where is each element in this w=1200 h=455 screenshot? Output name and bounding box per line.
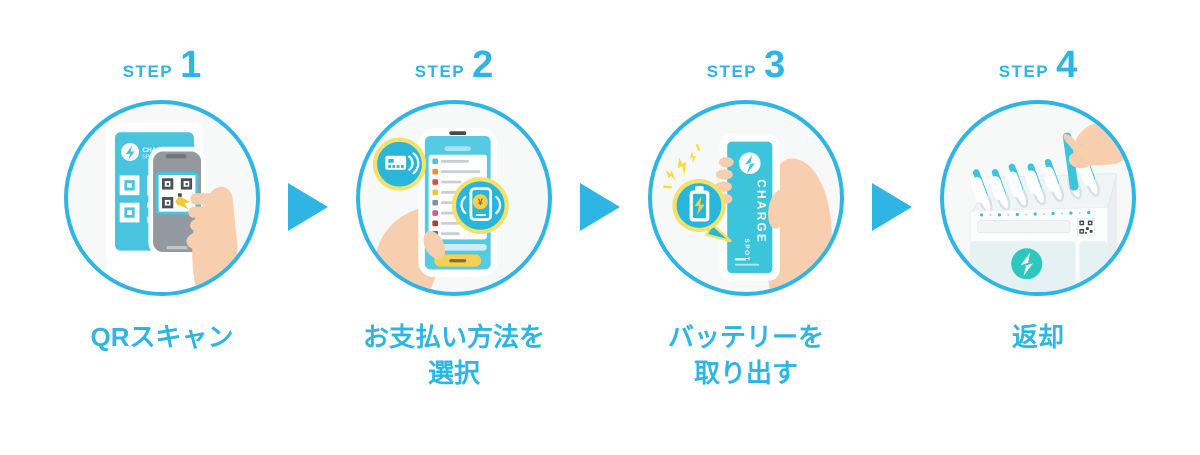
step-arrow-2 (578, 183, 622, 231)
caption-line: お支払い方法を (362, 322, 545, 352)
step-4-header: STEP 4 (999, 46, 1078, 88)
step-label: STEP (414, 62, 466, 81)
hand (1063, 123, 1132, 169)
step-2-header: STEP 2 (415, 46, 494, 88)
spark-icons (663, 144, 701, 189)
qr-code-scanned-icon (155, 172, 199, 215)
hand (186, 186, 238, 292)
step-2: STEP 2 (344, 46, 564, 392)
battery-takeout-svg: CHARGE SPOT (663, 134, 832, 292)
step-arrow-1 (286, 183, 330, 231)
step-4-caption: 返却 (1012, 320, 1064, 356)
step-arrow-3 (870, 183, 914, 231)
step-1: STEP 1 CHARGE SPOT (52, 46, 272, 356)
steps-row: STEP 1 CHARGE SPOT (52, 46, 1148, 392)
docked-batteries (970, 155, 1096, 203)
qr-code-small-icon (1077, 218, 1095, 237)
battery-takeout-illustration: CHARGE SPOT (648, 100, 844, 296)
step-number: 1 (180, 44, 202, 86)
caption-line: 返却 (1011, 322, 1064, 352)
caption-line: バッテリーを (667, 322, 824, 352)
payment-select-svg: ¥ (372, 128, 509, 292)
step-label: STEP (706, 62, 758, 81)
return-station-svg (969, 123, 1132, 292)
battery-status-badge (672, 178, 732, 243)
caption-line: 選択 (427, 357, 480, 388)
phone-payment-badge: ¥ (451, 177, 509, 234)
arrow-right-icon (872, 183, 912, 231)
led-dots (980, 210, 1091, 217)
svg-text:CHARGE: CHARGE (754, 179, 767, 244)
thumb (768, 189, 788, 229)
battery-pack: CHARGE SPOT (719, 134, 780, 281)
step-4: STEP 4 (928, 46, 1148, 356)
caption-line: QRスキャン (90, 322, 234, 352)
charging-station (969, 132, 1118, 292)
qr-scan-illustration: CHARGE SPOT (64, 100, 260, 296)
qr-scan-svg: CHARGE SPOT (105, 122, 238, 292)
step-1-caption: QRスキャン (90, 320, 233, 356)
arrow-right-icon (580, 183, 620, 231)
scan-mark-icon (175, 196, 191, 210)
mobile-pay-icon: ¥ (460, 187, 502, 222)
svg-text:SPOT: SPOT (743, 238, 750, 262)
step-2-caption: お支払い方法を 選択 (363, 320, 545, 392)
thumb (423, 231, 446, 259)
confirm-button (434, 254, 482, 267)
svg-text:¥: ¥ (478, 196, 484, 207)
brand-logo (1011, 248, 1043, 280)
step-label: STEP (122, 62, 174, 81)
return-station-illustration (940, 100, 1136, 296)
step-label: STEP (998, 62, 1050, 81)
step-number: 2 (472, 44, 494, 86)
step-3-caption: バッテリーを 取り出す (668, 320, 824, 392)
step-3-header: STEP 3 (707, 46, 786, 88)
battery-icon (689, 186, 710, 222)
caption-line: 取り出す (693, 357, 798, 388)
step-number: 4 (1056, 44, 1078, 86)
payment-select-illustration: ¥ (356, 100, 552, 296)
step-3: STEP 3 CHARGE (636, 46, 856, 392)
step-1-header: STEP 1 (123, 46, 202, 88)
step-number: 3 (764, 44, 786, 86)
credit-card-icon (385, 155, 407, 170)
arrow-right-icon (288, 183, 328, 231)
card-payment-badge (372, 137, 427, 191)
brand-logo (738, 152, 761, 175)
